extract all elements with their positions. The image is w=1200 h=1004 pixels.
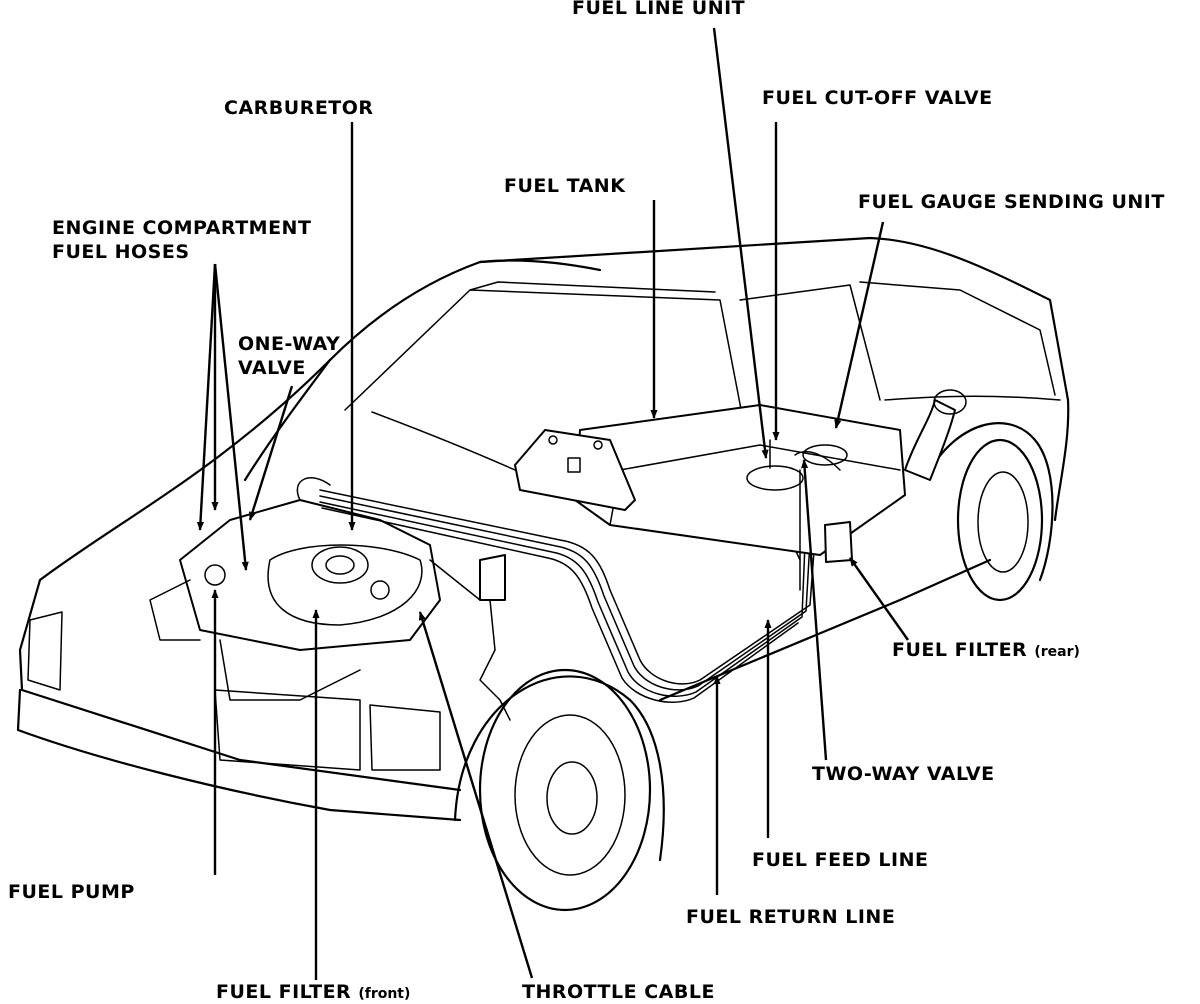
label-fuel-filter-front: FUEL FILTER (front) bbox=[216, 980, 410, 1004]
label-throttle-cable: THROTTLE CABLE bbox=[522, 981, 715, 1003]
label-fuel-filter-front-note: (front) bbox=[358, 986, 411, 1002]
label-fuel-filter-rear: FUEL FILTER (rear) bbox=[892, 638, 1080, 664]
label-fuel-hoses: FUEL HOSES bbox=[52, 241, 190, 263]
label-fuel-gauge-sending-unit: FUEL GAUGE SENDING UNIT bbox=[858, 191, 1165, 213]
label-one-way: ONE-WAY bbox=[238, 333, 341, 355]
fuel-tank bbox=[514, 389, 967, 591]
label-fuel-pump: FUEL PUMP bbox=[8, 881, 135, 903]
label-fuel-tank: FUEL TANK bbox=[504, 175, 626, 197]
label-two-way-valve: TWO-WAY VALVE bbox=[812, 763, 995, 785]
fuel-lines bbox=[319, 469, 821, 703]
label-fuel-cutoff-valve: FUEL CUT-OFF VALVE bbox=[762, 87, 993, 109]
label-fuel-filter-rear-note: (rear) bbox=[1034, 644, 1080, 660]
engine-assembly bbox=[149, 477, 511, 721]
leader-arrows bbox=[196, 27, 909, 980]
label-engine-compartment: ENGINE COMPARTMENT bbox=[52, 217, 312, 239]
label-fuel-line-unit: FUEL LINE UNIT bbox=[572, 0, 746, 19]
car-body bbox=[16, 236, 1070, 912]
label-valve: VALVE bbox=[238, 357, 306, 379]
label-fuel-return-line: FUEL RETURN LINE bbox=[686, 906, 896, 928]
label-carburetor: CARBURETOR bbox=[224, 97, 374, 119]
label-fuel-filter-front-text: FUEL FILTER bbox=[216, 981, 352, 1003]
label-fuel-filter-rear-text: FUEL FILTER bbox=[892, 639, 1028, 661]
label-fuel-feed-line: FUEL FEED LINE bbox=[752, 849, 929, 871]
